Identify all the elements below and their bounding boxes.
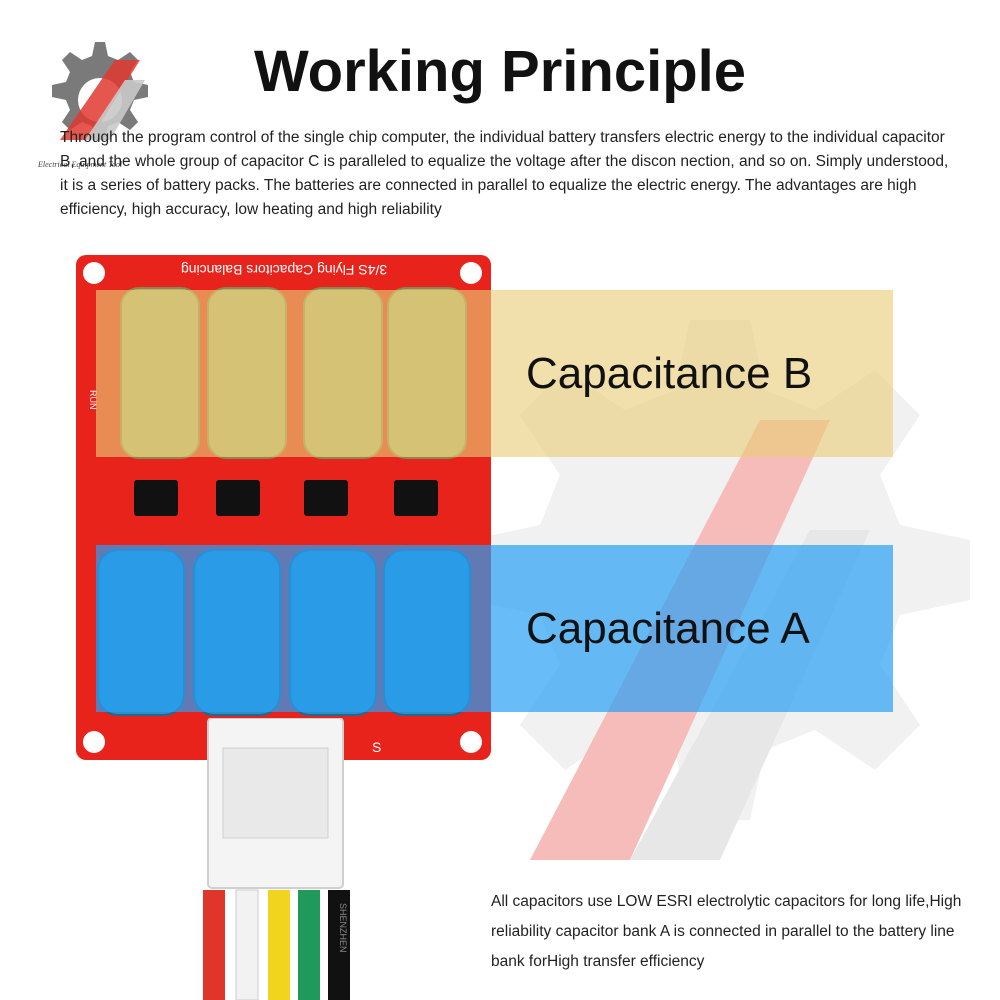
board-silkscreen: 3/4S Flying Capacitors Balancing <box>181 262 387 278</box>
footer-note: All capacitors use LOW ESRI electrolytic… <box>491 893 962 970</box>
gear-logo-icon <box>52 42 148 140</box>
intro-paragraph: Through the program control of the singl… <box>60 129 949 218</box>
pin-label: S <box>372 739 381 755</box>
capacitance-a-highlight: Capacitance A <box>96 545 893 712</box>
capacitance-b-label: Capacitance B <box>526 349 813 398</box>
capacitance-b-highlight: Capacitance B <box>96 290 893 457</box>
run-label: RUN <box>88 390 98 410</box>
wire-text: SHENZHEN <box>338 903 348 953</box>
logo-text: Electrical Equipment Tool <box>38 160 123 169</box>
wire-connector: SHENZHEN <box>203 718 350 1000</box>
capacitance-a-label: Capacitance A <box>526 604 810 653</box>
page-title: Working Principle <box>253 39 746 104</box>
